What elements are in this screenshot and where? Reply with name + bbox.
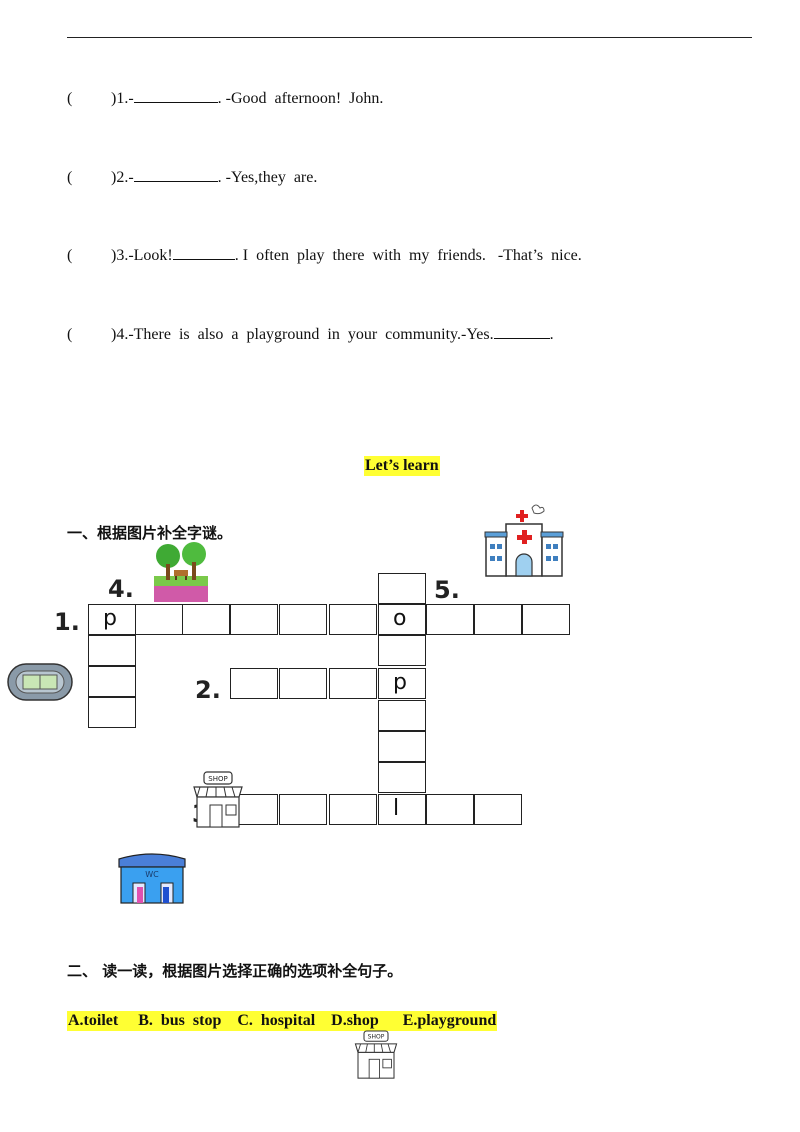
section-title: Let’s learn [364,456,440,476]
crossword-cell[interactable] [474,604,522,635]
crossword-cell[interactable] [135,604,183,635]
crossword-cell[interactable] [378,731,426,762]
clue-number-2: 2. [195,676,221,704]
part2-title: 二、 读一读，根据图片选择正确的选项补全句子。 [67,962,403,980]
crossword-cell[interactable] [329,794,377,825]
crossword-cell[interactable] [230,668,278,699]
answer-blank-1[interactable] [133,88,218,103]
shop-icon: SHOP [354,1030,398,1079]
svg-text:SHOP: SHOP [368,1034,385,1041]
question-1: ()1.-. -Good afternoon! John. [67,88,384,107]
question-3: ()3.-Look!. I often play there with my f… [67,245,582,264]
svg-text:SHOP: SHOP [208,775,227,783]
crossword-cell[interactable] [522,604,570,635]
question-2: ()2.-. -Yes,they are. [67,167,318,186]
header-rule [67,37,752,38]
clue-number-5: 5. [434,576,460,604]
crossword-cell[interactable] [88,635,136,666]
answer-blank-2[interactable] [133,167,218,182]
crossword-cell[interactable] [230,604,278,635]
crossword-cell[interactable] [279,668,327,699]
crossword-cell[interactable] [378,573,426,604]
crossword-cell[interactable] [279,794,327,825]
crossword-cell[interactable]: p [88,604,136,635]
crossword-cell[interactable] [474,794,522,825]
playground-track-icon [7,663,73,701]
crossword-cell[interactable]: p [378,668,426,699]
crossword-cell[interactable]: l [378,794,426,825]
toilet-wc-icon: WC [118,853,186,904]
part1-title: 一、根据图片补全字谜。 [67,524,233,542]
answer-blank-3[interactable] [172,245,235,260]
answer-blank-4[interactable] [493,324,550,339]
crossword-cell[interactable] [378,700,426,731]
crossword-cell[interactable] [378,762,426,793]
crossword-cell[interactable] [88,666,136,697]
clue-number-4: 4. [108,575,134,603]
crossword-cell[interactable] [426,604,474,635]
svg-text:WC: WC [145,870,159,879]
hospital-icon [484,504,564,577]
crossword-cell[interactable] [88,697,136,728]
crossword-cell[interactable] [279,604,327,635]
crossword-cell[interactable] [329,668,377,699]
shop-icon: SHOP [193,771,243,828]
clue-number-1: 1. [54,608,80,636]
crossword-cell[interactable] [329,604,377,635]
crossword-cell[interactable] [378,635,426,666]
park-icon [154,542,208,602]
answer-options: A.toilet B. bus stop C. hospital D.shop … [67,1011,498,1031]
crossword-cell[interactable] [426,794,474,825]
crossword-cell[interactable]: o [378,604,426,635]
crossword-cell[interactable] [182,604,230,635]
question-4: ()4.-There is also a playground in your … [67,324,554,343]
